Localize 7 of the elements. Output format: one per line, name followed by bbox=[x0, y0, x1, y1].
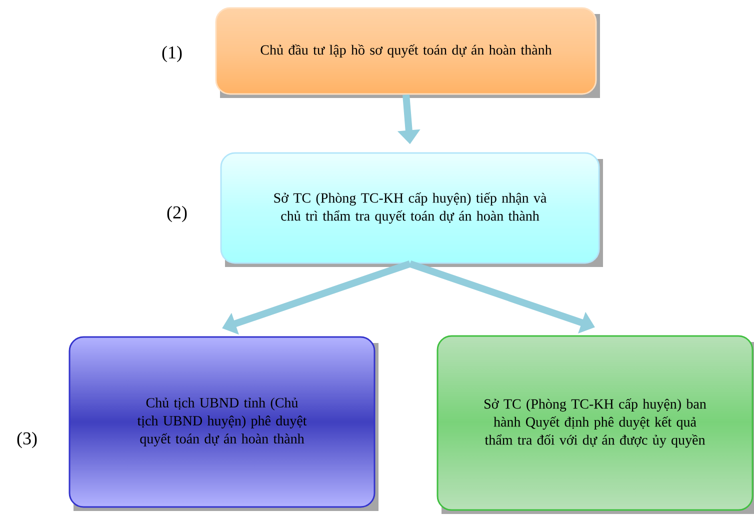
process-box: Chủ tịch UBND tỉnh (Chủ tịch UBND huyện) phê duyệt quyết toán dự án hoàn thành bbox=[68, 336, 378, 511]
step-number: (1) bbox=[162, 46, 182, 62]
step-number: (3) bbox=[17, 432, 37, 448]
process-box: Sở TC (Phòng TC-KH cấp huyện) tiếp nhận và chủ trì thẩm tra quyết toán dự án hoàn thành bbox=[220, 152, 603, 267]
process-box: Chủ đầu tư lập hồ sơ quyết toán dự án hoàn thành bbox=[215, 7, 600, 98]
process-box: Sở TC (Phòng TC-KH cấp huyện) ban hành Quyết định phê duyệt kết quả thẩm tra đối với dự án được ủy quyền bbox=[436, 335, 754, 514]
step-number: (2) bbox=[167, 206, 187, 222]
